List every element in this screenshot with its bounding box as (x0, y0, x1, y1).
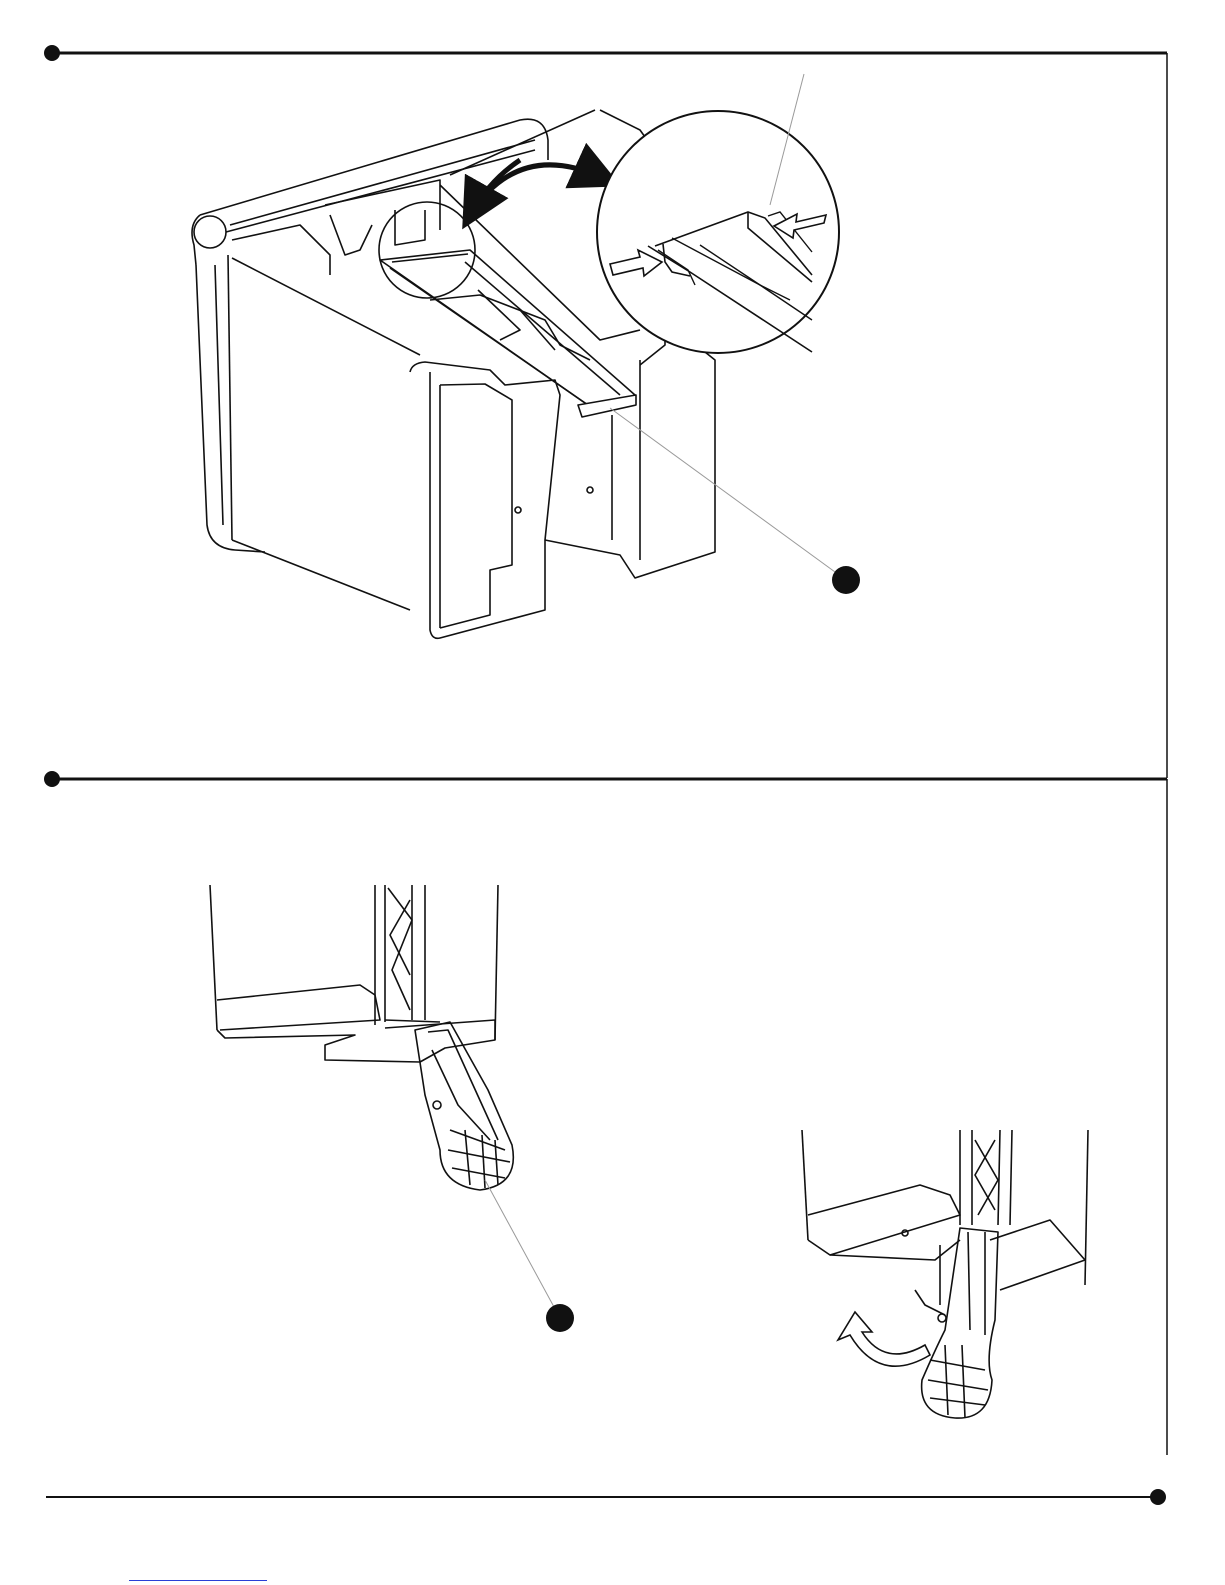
curved-double-arrow-icon (472, 160, 603, 212)
step-2-unit-drawing-after (802, 1130, 1088, 1418)
detail-magnified-view (597, 111, 839, 353)
step-2-unit-drawing-before (210, 885, 513, 1190)
footer-link-underline[interactable] (129, 1580, 267, 1581)
step-2-callout-line (485, 1180, 560, 1318)
step-1-callout-marker (832, 566, 860, 594)
step-2-callout-marker (546, 1304, 574, 1332)
step-2-header-rule (44, 771, 1167, 1455)
rotate-arrow-icon (838, 1312, 930, 1366)
footer-rule (46, 1489, 1166, 1505)
